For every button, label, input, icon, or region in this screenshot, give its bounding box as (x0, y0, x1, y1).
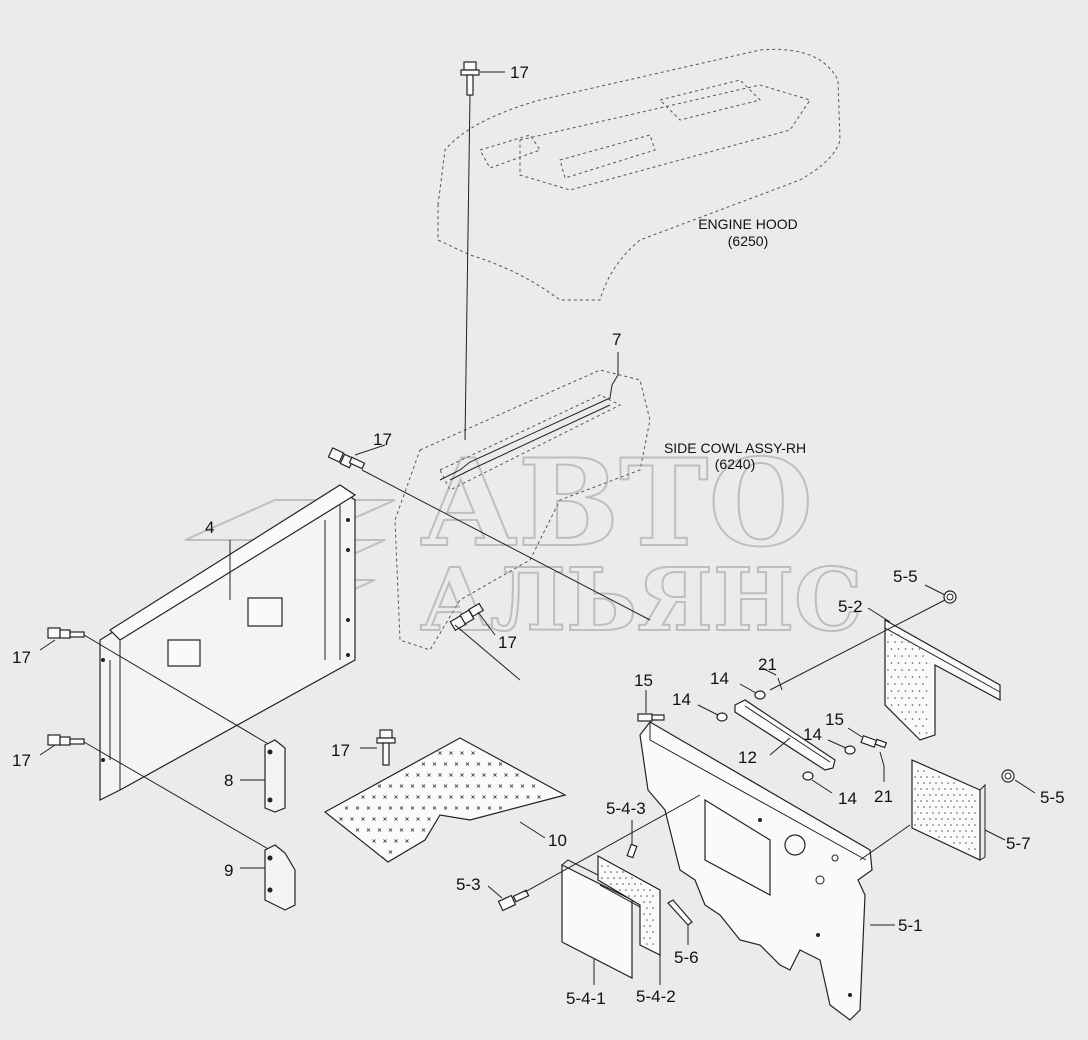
pad-part-5-7 (911, 759, 986, 861)
part-label: 7 (612, 330, 621, 349)
texture-pattern (914, 770, 976, 850)
leader-line (769, 599, 946, 691)
pad-part-5-2 (884, 618, 1001, 741)
part-label: 9 (224, 861, 233, 880)
texture-pattern (887, 634, 928, 734)
part-label: 15 (634, 671, 653, 690)
part-label: 5-1 (898, 916, 923, 935)
part-label: 5-4-1 (566, 989, 606, 1008)
cap-icon (943, 590, 957, 604)
leader-line (519, 821, 546, 839)
part-label: 14 (710, 669, 729, 688)
bolt-icon (376, 729, 396, 766)
part-label: 14 (672, 690, 691, 709)
part-label: 17 (331, 741, 350, 760)
leader-line (697, 704, 719, 716)
leader-line (1014, 779, 1036, 794)
engine-hood-outline (437, 48, 841, 301)
texture-pattern (601, 865, 654, 945)
leader-line (827, 739, 847, 749)
engine-hood-code: (6250) (728, 233, 768, 249)
part-label: 5-7 (1006, 834, 1031, 853)
leader-line (867, 607, 891, 623)
leader-line (454, 624, 521, 681)
leader-line (769, 737, 791, 756)
part-label: 5-3 (456, 875, 481, 894)
part-label: 5-5 (1040, 788, 1065, 807)
part-label: 12 (738, 748, 757, 767)
bracket-part-9 (264, 844, 296, 911)
side-cowl-outline (394, 369, 651, 651)
part-label: 17 (12, 648, 31, 667)
pad-part-5-4-2 (597, 854, 661, 956)
rod-part-12 (734, 699, 836, 771)
part-label: 17 (12, 751, 31, 770)
watermark-line1: АВТО (420, 433, 813, 574)
watermark: АВТО АЛЬЯНС (184, 432, 864, 652)
part-label: 15 (825, 710, 844, 729)
leader-line (739, 683, 757, 694)
cap-icon (1001, 769, 1015, 783)
panel-part-4 (99, 484, 357, 801)
pin-icon (860, 735, 888, 749)
engine-hood-label: ENGINE HOOD (698, 216, 798, 232)
bolt-icon (327, 447, 366, 470)
leader-line (487, 885, 503, 899)
leader-line (984, 829, 1006, 841)
leader-line (761, 667, 777, 676)
part-label: 17 (373, 430, 392, 449)
part-label: 5-2 (838, 597, 863, 616)
leader-line (811, 779, 833, 794)
part-label: 5-4-2 (636, 987, 676, 1006)
leader-line (39, 639, 56, 651)
watermark-line2: АЛЬЯНС (420, 550, 863, 651)
side-cowl-code: (6240) (715, 456, 755, 472)
leader-line (83, 634, 271, 746)
strip-part-5-6 (667, 899, 693, 926)
part-label: 10 (548, 831, 567, 850)
leader-line (354, 444, 386, 456)
leader-line (524, 794, 701, 893)
part-label: 17 (498, 633, 517, 652)
leader-line (477, 611, 496, 636)
part-label: 5-4-3 (606, 799, 646, 818)
leader-line (859, 824, 911, 861)
washer-icon (716, 690, 856, 781)
bolt-icon (47, 627, 85, 639)
bolt-icon (449, 602, 485, 632)
bolt-icon (460, 61, 480, 96)
leader-line (847, 727, 863, 738)
part-label: 17 (510, 63, 529, 82)
part-label: 21 (758, 655, 777, 674)
leader-line (83, 741, 271, 851)
part-label: 14 (803, 725, 822, 744)
part-label: 5-5 (893, 567, 918, 586)
rod-part-7 (439, 352, 619, 481)
plate-part-10 (323, 737, 567, 863)
part-label: 4 (205, 518, 214, 537)
pin-icon (626, 843, 638, 859)
leader-line (924, 584, 946, 596)
part-label: 8 (224, 771, 233, 790)
perforation-pattern (339, 751, 541, 854)
side-cowl-label: SIDE COWL ASSY-RH (664, 440, 806, 456)
bolt-icon (497, 889, 530, 912)
leader-line (39, 744, 56, 756)
pin-icon (637, 713, 665, 722)
leader-line (464, 94, 471, 441)
bolt-icon (47, 734, 85, 746)
leader-line (361, 469, 651, 621)
part-label: 21 (874, 787, 893, 806)
cotter-pin-icon (777, 677, 885, 767)
part-label: 14 (838, 789, 857, 808)
part-label: 5-6 (674, 948, 699, 967)
bracket-part-8 (264, 739, 286, 813)
